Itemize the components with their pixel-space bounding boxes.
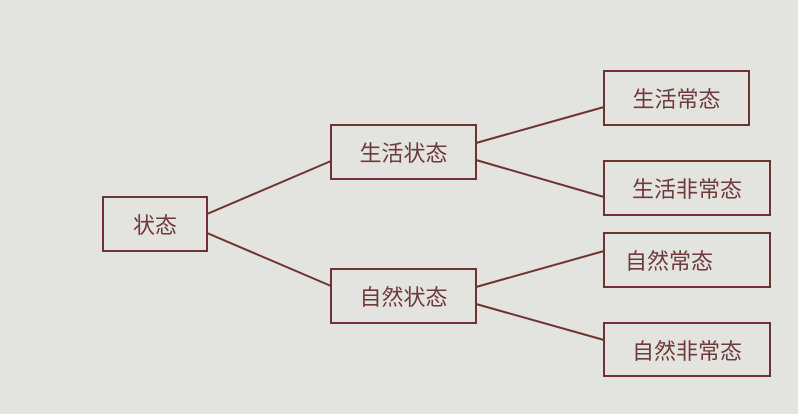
node-label: 生活常态 bbox=[632, 88, 721, 113]
node-nature-abnormal: 自然非常态 bbox=[603, 322, 771, 377]
node-life-state: 生活状态 bbox=[330, 124, 477, 180]
edge-nature-abnormal bbox=[475, 303, 605, 341]
node-life-normal: 生活常态 bbox=[603, 70, 750, 126]
node-label: 自然常态 bbox=[625, 250, 714, 275]
edge-nature-normal bbox=[475, 250, 605, 288]
edge-root-nature bbox=[206, 232, 332, 287]
edge-life-normal bbox=[475, 106, 605, 144]
node-label: 生活非常态 bbox=[631, 178, 742, 203]
edge-root-life bbox=[206, 160, 332, 215]
node-nature-normal: 自然常态 bbox=[603, 232, 771, 288]
edge-life-abnormal bbox=[475, 159, 605, 198]
node-life-abnormal: 生活非常态 bbox=[603, 160, 771, 216]
node-label: 自然状态 bbox=[359, 286, 448, 311]
node-nature-state: 自然状态 bbox=[330, 268, 477, 324]
node-label: 生活状态 bbox=[359, 142, 448, 167]
node-label: 状态 bbox=[132, 214, 177, 239]
node-root: 状态 bbox=[102, 196, 208, 252]
node-label: 自然非常态 bbox=[631, 339, 742, 365]
